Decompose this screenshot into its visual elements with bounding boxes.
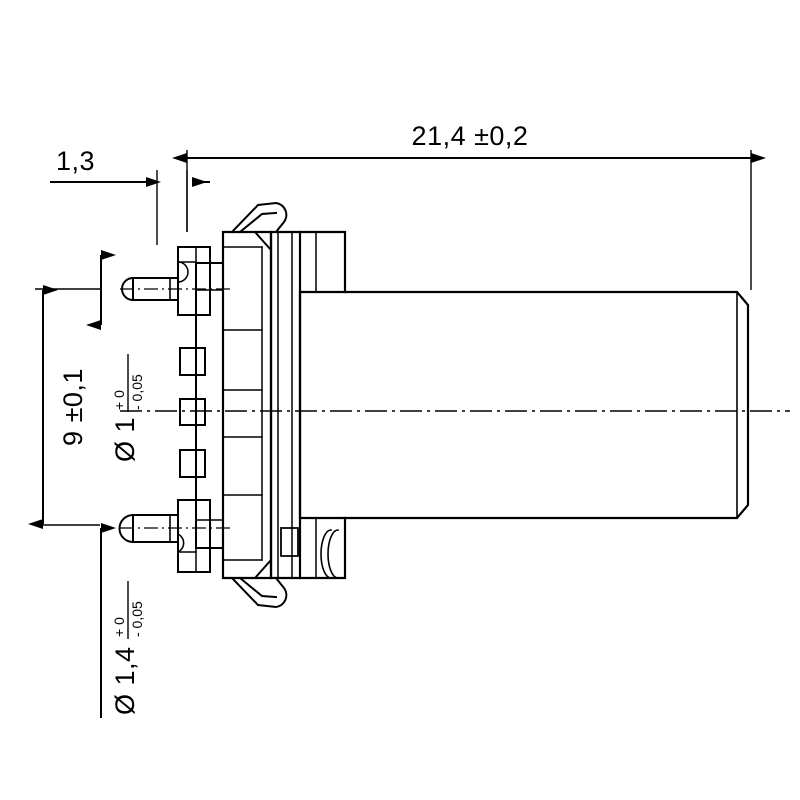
dimension-pin-spacing: 9 ±0,1 [28, 285, 100, 529]
dimension-pin-diameter-small-tol-lower: - 0,05 [129, 374, 145, 410]
dimension-overall-length: 21,4 ±0,2 [172, 121, 766, 290]
dimension-pin-diameter-large-text: Ø 1,4 [110, 646, 140, 715]
pin-boss-lower [177, 499, 211, 573]
guide-pin-centre-marks [120, 288, 230, 529]
flange-inner-lines [277, 231, 293, 579]
dimension-pin-diameter-large-tol-upper: + 0 [111, 617, 127, 637]
latch-arm-bottom [230, 576, 288, 609]
centre-pin-upper [179, 347, 206, 376]
latch-nub-bottom [280, 527, 299, 557]
dimension-pin-diameter-small-text: Ø 1 [110, 417, 140, 462]
contact-carrier-rib [195, 289, 224, 521]
pin-boss-upper [177, 246, 211, 316]
flange-plate [269, 230, 302, 580]
latch-nub-bottom-arc [320, 529, 339, 579]
dimension-pin-diameter-large-tol-lower: - 0,05 [129, 601, 145, 637]
key-block-bottom [298, 516, 347, 580]
latch-arm-top [230, 201, 288, 234]
pin-boss-lower-detail [176, 499, 197, 573]
contact-carrier [195, 262, 224, 549]
centre-pin-lower [179, 449, 206, 478]
dimension-pin-diameter-large: Ø 1,4 + 0 - 0,05 [100, 523, 145, 718]
dimension-pin-diameter-small: Ø 1 + 0 - 0,05 [86, 250, 145, 462]
dimension-pin-diameter-small-tol-upper: + 0 [111, 390, 127, 410]
pin-boss-upper-detail [177, 246, 197, 316]
key-block-top [298, 230, 347, 294]
dimension-overall-length-text: 21,4 ±0,2 [412, 121, 529, 151]
dimension-flange-thickness-text: 1,3 [56, 146, 95, 176]
dimension-pin-spacing-text: 9 ±0,1 [58, 368, 88, 446]
dimension-flange-thickness: 1,3 [50, 146, 210, 245]
insulator-bevels [253, 230, 272, 580]
centre-pin-middle [179, 398, 206, 426]
insulator-body [221, 230, 273, 580]
barrel-outline [298, 290, 750, 520]
connector-geometry [118, 201, 750, 609]
insulator-step-lines [222, 246, 263, 561]
